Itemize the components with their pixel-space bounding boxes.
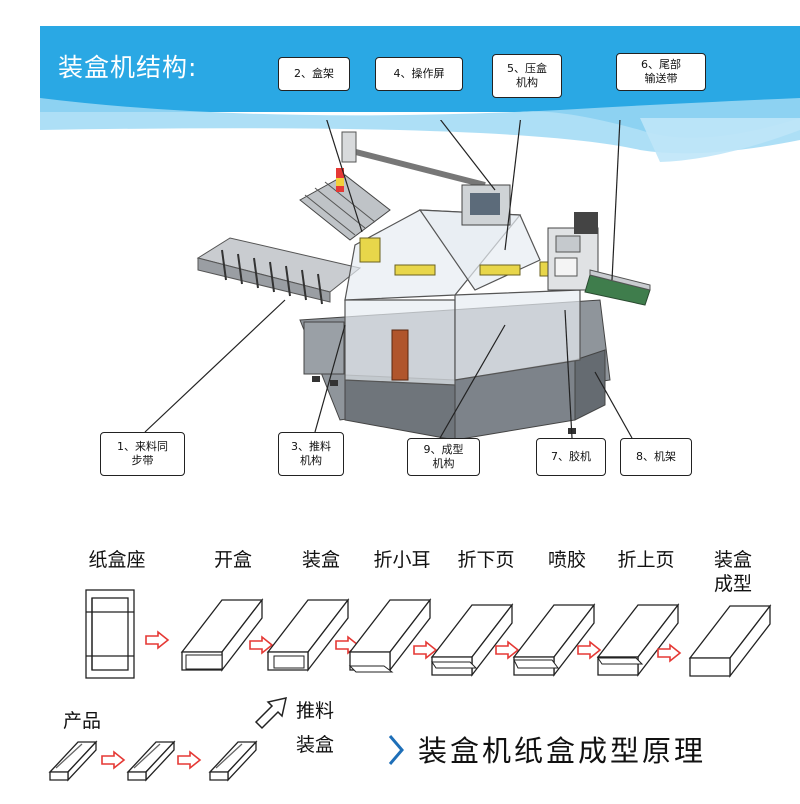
fold-lower-drawing [431,604,513,676]
step-label-fold-upper-flap: 折上页 [617,549,675,571]
callout-5-press-mechanism: 5、压盒 机构 [492,54,562,98]
carton-seat-drawing [85,589,135,679]
product-label: 产品 [63,710,102,732]
step-label-box-formed: 装盒 成型 [713,549,752,595]
callout-2-box-rack: 2、盒架 [278,57,350,91]
step-label-carton-seat: 纸盒座 [88,549,146,571]
flow-arrow [577,641,601,659]
push-load-label: 推料 装盒 [296,700,335,756]
chevron-right-icon [388,735,404,765]
callout-9-forming-mechanism: 9、成型 机构 [407,438,480,476]
flow-arrow [145,631,169,649]
product-drawing [48,740,98,782]
product-pushed-drawing [126,740,176,782]
callout-3-push-mechanism: 3、推料 机构 [278,432,344,476]
process-diagram [48,589,771,782]
open-box-drawing [181,599,263,671]
callout-6-tail-conveyor: 6、尾部 输送带 [616,53,706,91]
safety-enclosure [344,209,581,386]
fold-upper-drawing [597,604,679,676]
formed-box-drawing [689,605,771,677]
callout-8-frame: 8、机架 [620,438,692,476]
product-boxed-drawing [208,740,258,782]
step-label-fold-small-ears: 折小耳 [373,549,431,571]
step-label-spray-glue: 喷胶 [547,549,586,571]
step-label-open-box: 开盒 [213,549,252,571]
flow-arrow [177,751,201,769]
machine-illustration [144,120,651,441]
box-magazine [299,174,391,241]
callout-4-operation-screen: 4、操作屏 [375,57,463,91]
flow-arrow [101,751,125,769]
push-arrow [254,697,287,730]
tail-conveyor [584,269,651,306]
callout-1-feed-sync-belt: 1、来料同 步带 [100,432,185,476]
step-label-fold-lower-flap: 折下页 [457,549,515,571]
infeed-belt [196,237,362,305]
callout-7-glue-machine: 7、胶机 [536,438,606,476]
spray-glue-drawing [513,604,595,676]
load-box-drawing [267,599,349,671]
principle-title: 装盒机纸盒成型原理 [418,734,707,768]
flow-arrow [657,644,681,662]
fold-ears-drawing [348,599,431,673]
page-title: 装盒机结构: [58,53,198,82]
step-label-load-box: 装盒 [301,549,340,571]
